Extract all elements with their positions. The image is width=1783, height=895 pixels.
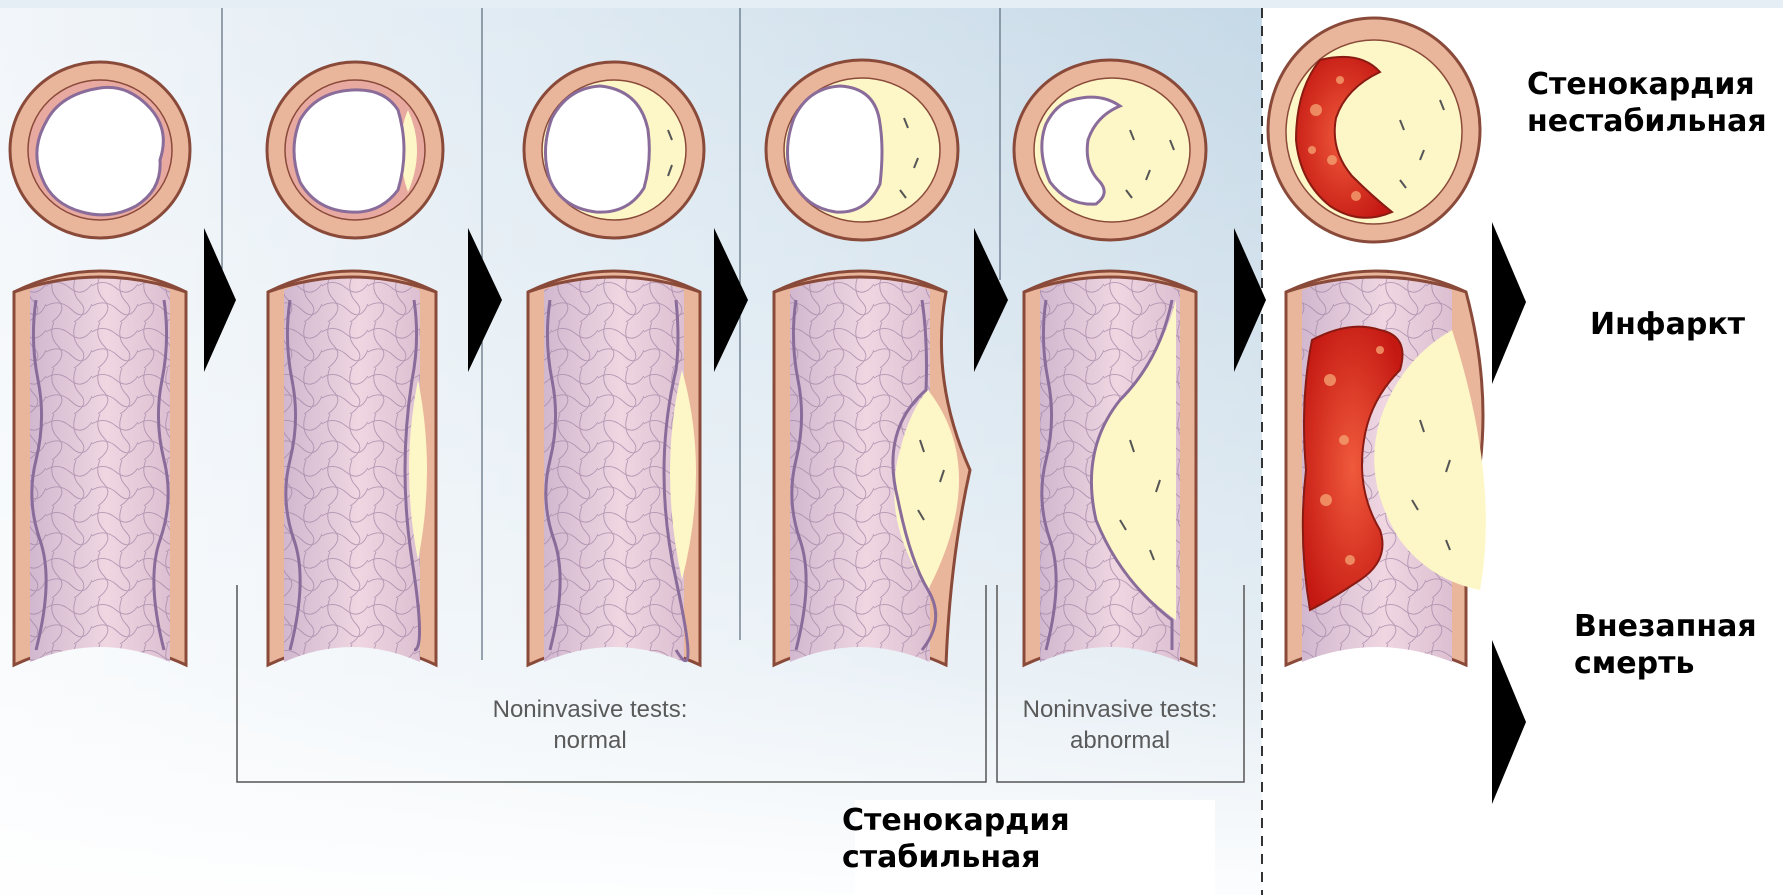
stage-4-vessel <box>766 60 970 665</box>
tests-abnormal-label: Noninvasive tests: abnormal <box>1000 694 1240 756</box>
stage-6-vessel-thrombus <box>1268 18 1486 665</box>
unstable-angina-line-2: нестабильная <box>1527 103 1767 140</box>
stage-5-vessel <box>1014 60 1206 665</box>
sudden-death-line-1: Внезапная <box>1574 608 1757 645</box>
stage-2-vessel <box>267 62 443 665</box>
stage-3-vessel <box>524 62 704 665</box>
sudden-death-label: Внезапная смерть <box>1574 608 1757 682</box>
tests-normal-line-1: Noninvasive tests: <box>470 694 710 725</box>
stable-angina-label: Стенокардия стабильная <box>842 802 1070 876</box>
stage-1-vessel <box>10 62 190 665</box>
sudden-death-line-2: смерть <box>1574 645 1757 682</box>
unstable-angina-line-1: Стенокардия <box>1527 66 1767 103</box>
stable-angina-line-1: Стенокардия <box>842 802 1070 839</box>
unstable-angina-label: Стенокардия нестабильная <box>1527 66 1767 140</box>
tests-normal-label: Noninvasive tests: normal <box>470 694 710 756</box>
tests-normal-line-2: normal <box>470 725 710 756</box>
infarct-label: Инфаркт <box>1590 306 1745 343</box>
tests-abnormal-line-1: Noninvasive tests: <box>1000 694 1240 725</box>
tests-abnormal-line-2: abnormal <box>1000 725 1240 756</box>
stable-angina-line-2: стабильная <box>842 839 1070 876</box>
